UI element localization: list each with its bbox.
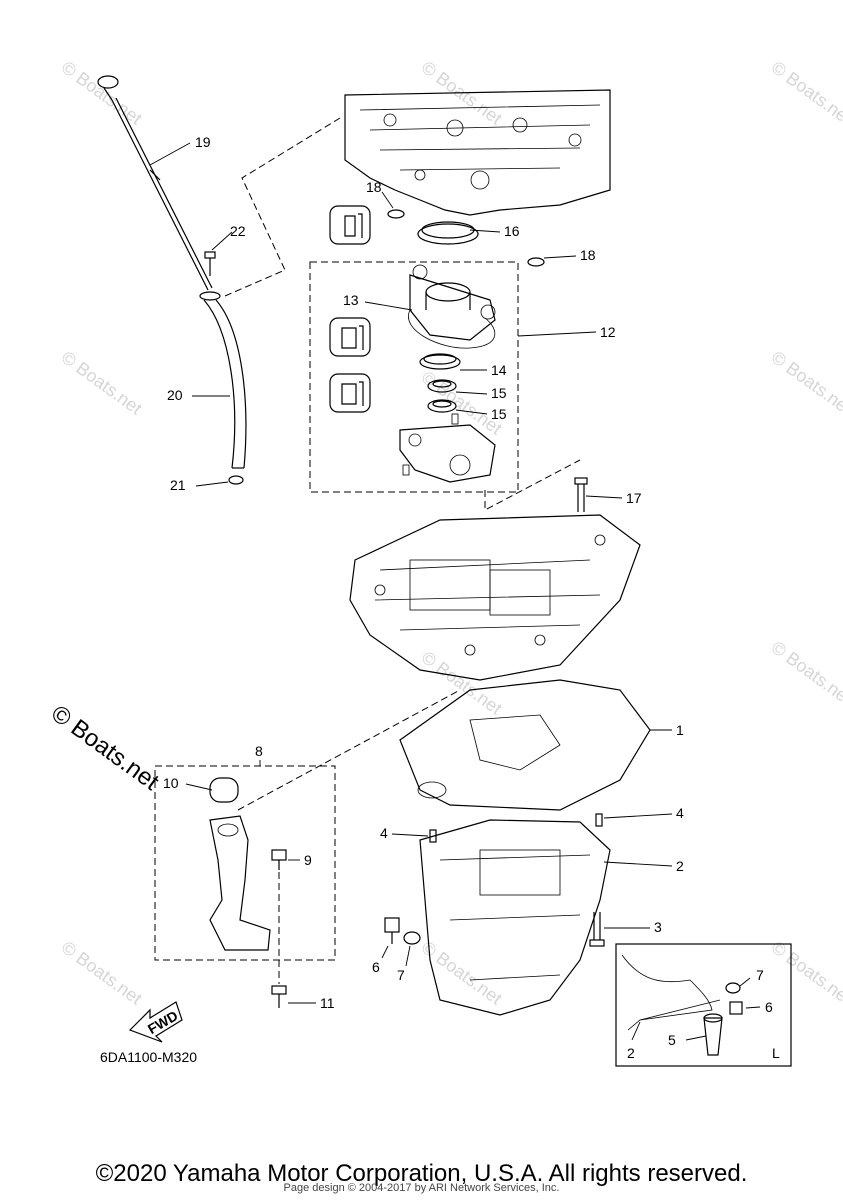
- oil-seal-15: [427, 399, 457, 413]
- copyright-notice: ©2020 Yamaha Motor Corporation, U.S.A. A…: [95, 1160, 748, 1187]
- inset-oil-pan: [621, 954, 721, 1031]
- dipstick: [97, 75, 213, 291]
- seal-detail-icon: [329, 205, 371, 245]
- oil-strainer: [209, 815, 271, 951]
- reference-line: [484, 459, 581, 511]
- label-7: 7: [397, 967, 405, 983]
- inset-drain-bolt-6: [729, 1001, 743, 1015]
- bolt-9: [271, 849, 287, 870]
- label-15: 15: [491, 406, 507, 422]
- oil-pump-group-box: [309, 261, 519, 493]
- dowel-pin-4: [429, 829, 437, 843]
- watermark: © Boats.net: [58, 937, 146, 1009]
- label-8: 8: [255, 743, 263, 759]
- watermark: © Boats.net: [418, 937, 506, 1009]
- diagram-code: 6DA1100-M320: [100, 1049, 197, 1065]
- watermark: © Boats.net: [418, 647, 506, 719]
- label-21: 21: [170, 477, 186, 493]
- label-1: 1: [676, 722, 684, 738]
- bolt-17: [574, 477, 588, 512]
- label-15: 15: [491, 385, 507, 401]
- drain-bolt-6: [384, 917, 400, 944]
- bolt-3: [589, 912, 605, 947]
- inset-box: [615, 943, 792, 1067]
- part-labels: 19 22 18 16 18 13 12 14 15 15 20 21 17 1…: [100, 134, 780, 1065]
- oil-strainer-box: [154, 765, 336, 961]
- page-design-notice: Page design © 2004-2017 by ARI Network S…: [283, 1182, 560, 1194]
- oil-seal-16: [417, 221, 479, 245]
- o-ring-18: [387, 209, 405, 219]
- oil-seal-14: [419, 353, 461, 370]
- exhaust-guide: [349, 514, 641, 681]
- reference-line: [237, 689, 461, 811]
- label-19: 19: [195, 134, 211, 150]
- label-10: 10: [163, 775, 179, 791]
- watermark: © Boats.net: [768, 57, 843, 129]
- label-18: 18: [366, 179, 382, 195]
- bolt-11: [271, 985, 287, 1008]
- gasket-13: [408, 309, 496, 349]
- label-16: 16: [504, 223, 520, 239]
- label-14: 14: [491, 362, 507, 378]
- watermark: © Boats.net: [768, 637, 843, 709]
- label-17: 17: [626, 490, 642, 506]
- oil-pump-housing: [409, 264, 496, 341]
- label-5: 5: [668, 1032, 676, 1048]
- watermarks: © Boats.net © Boats.net © Boats.net © Bo…: [58, 57, 843, 1009]
- label-2: 2: [676, 858, 684, 874]
- label-3: 3: [654, 919, 662, 935]
- engine-block: [344, 89, 611, 216]
- o-ring-21: [228, 475, 244, 485]
- label-4: 4: [380, 825, 388, 841]
- label-7: 7: [756, 967, 764, 983]
- o-ring-18: [527, 257, 545, 267]
- label-11: 11: [320, 995, 335, 1011]
- label-18: 18: [580, 247, 596, 263]
- label-4: 4: [676, 805, 684, 821]
- bolt-22: [204, 251, 216, 276]
- label-6: 6: [765, 999, 773, 1015]
- leader-lines: [149, 142, 761, 1041]
- dipstick-guide: [199, 291, 247, 469]
- oil-pump-body: [399, 413, 496, 483]
- dowel-pin-4: [595, 813, 603, 827]
- inset-strainer-5: [703, 1013, 723, 1056]
- gasket-1: [399, 679, 651, 811]
- o-ring-10: [209, 777, 239, 803]
- label-22: 22: [230, 223, 246, 239]
- inset-label: L: [772, 1045, 780, 1061]
- oil-pan: [419, 819, 611, 1016]
- seal-detail-icon: [329, 373, 371, 413]
- label-9: 9: [304, 852, 312, 868]
- reference-line: [224, 117, 341, 297]
- inset-gasket-7: [725, 982, 741, 994]
- watermark: © Boats.net: [58, 347, 146, 419]
- fwd-arrow-icon: FWD: [128, 1001, 183, 1043]
- label-20: 20: [167, 387, 183, 403]
- label-13: 13: [343, 292, 359, 308]
- label-2: 2: [627, 1045, 635, 1061]
- seal-detail-icon: [329, 317, 371, 357]
- watermark: © Boats.net: [58, 57, 146, 129]
- label-12: 12: [600, 324, 616, 340]
- watermark: © Boats.net: [768, 937, 843, 1009]
- watermark: © Boats.net: [768, 347, 843, 419]
- label-6: 6: [372, 959, 380, 975]
- gasket-7: [403, 931, 421, 945]
- oil-seal-15: [427, 379, 457, 393]
